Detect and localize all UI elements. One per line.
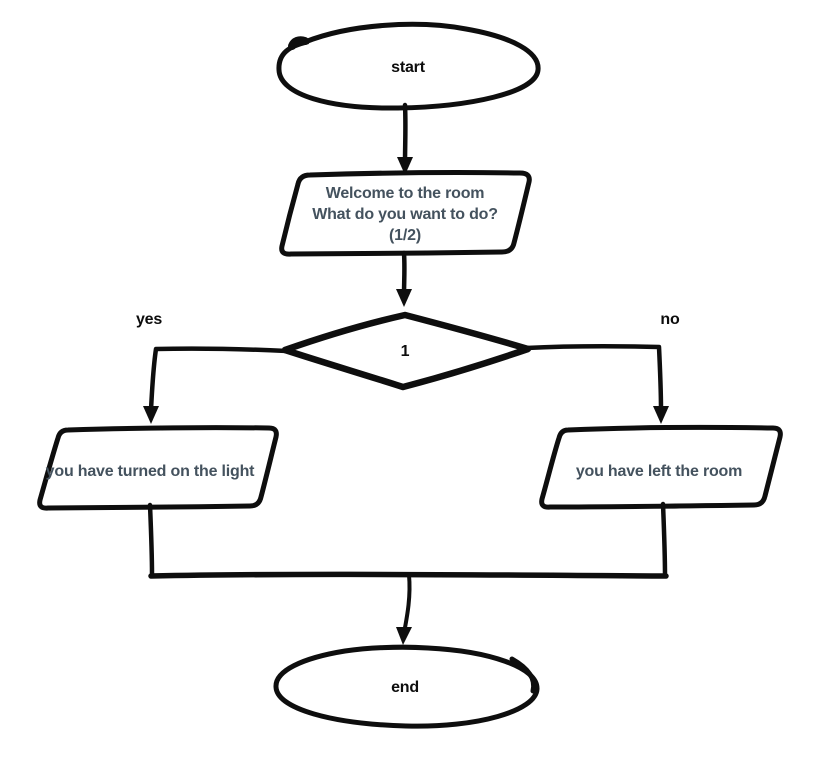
merge-horizontal-line <box>148 571 669 579</box>
left-room-node-label: you have left the room <box>575 463 743 480</box>
arrow-welcome-to-decision-head <box>396 289 412 307</box>
branch-yes-label: yes <box>135 311 163 328</box>
arrow-start-to-welcome-head <box>397 157 413 175</box>
edge-no-arrowhead <box>653 406 669 424</box>
start-ellipse-shape <box>276 21 541 111</box>
welcome-node-line-1: Welcome to the room <box>325 185 485 202</box>
welcome-node-line-3: (1/2) <box>389 227 421 244</box>
edge-no-line <box>523 344 664 413</box>
welcome-parallelogram-shape <box>279 170 532 257</box>
end-ellipse-shape <box>273 644 540 729</box>
merge-right-line <box>660 501 668 579</box>
branch-no-label: no <box>660 311 680 328</box>
light-on-parallelogram-shape <box>37 425 279 511</box>
welcome-node-line-2: What do you want to do? <box>312 206 498 223</box>
light-on-node-label: you have turned on the light <box>45 463 255 480</box>
welcome-node-text: Welcome to the room What do you want to … <box>275 183 535 246</box>
left-room-parallelogram-shape <box>539 424 783 510</box>
end-ellipse-overdraw <box>509 656 537 694</box>
decision-node-label: 1 <box>400 343 410 360</box>
start-node-label: start <box>391 59 425 76</box>
end-node-label: end <box>391 679 419 696</box>
arrow-merge-to-end-stem <box>402 573 412 635</box>
arrow-merge-to-end-head <box>396 627 412 645</box>
edge-yes-arrowhead <box>143 406 159 424</box>
edge-yes-line <box>148 346 290 413</box>
start-ellipse-ink-blob <box>288 36 309 50</box>
merge-left-line <box>147 502 155 577</box>
